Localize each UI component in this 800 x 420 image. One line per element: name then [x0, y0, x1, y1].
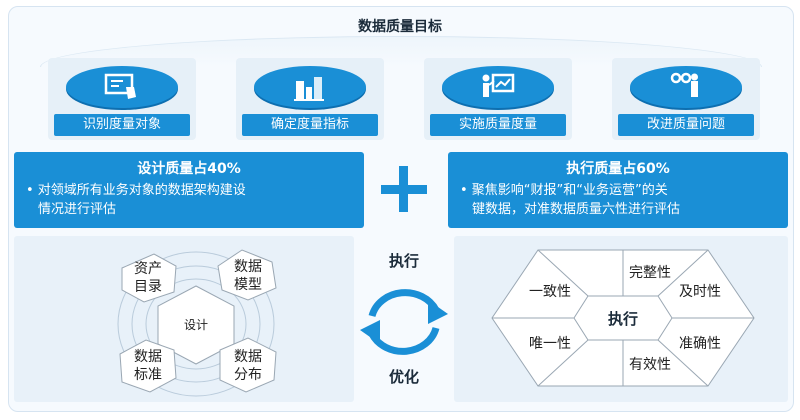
design-diagram-box: 设计 资产 目录 数据 模型 数据 标准 数据 分布 [14, 236, 354, 402]
design-quality-desc: • 对领域所有业务对象的数据架构建设 情况进行评估 [26, 181, 354, 219]
quality-center-label: 执行 [608, 310, 638, 328]
presenter-board-icon [482, 73, 515, 97]
design-item-hexagon [119, 339, 177, 393]
design-quality-line2: 情况进行评估 [38, 202, 117, 217]
quality-item-label: 有效性 [629, 357, 671, 373]
design-item-label: 目录 [134, 279, 162, 295]
cycle-top-label: 执行 [389, 252, 419, 270]
quality-item-label: 唯一性 [529, 336, 571, 352]
step-label: 识别度量对象 [54, 114, 190, 136]
step-icon-badge [442, 66, 554, 108]
execution-quality-panel: 执行质量占60% • 聚焦影响“财报”和“业务运营”的关 键数据，对准数据质量六… [448, 152, 788, 228]
step-label: 改进质量问题 [618, 114, 754, 136]
quality-item-label: 完整性 [629, 265, 671, 281]
step-label: 实施质量度量 [430, 114, 566, 136]
cycle-arrowhead-upper [428, 300, 448, 324]
step-card-improve: 改进质量问题 [612, 58, 760, 140]
design-quality-panel: 设计质量占40% • 对领域所有业务对象的数据架构建设 情况进行评估 [14, 152, 364, 228]
quality-item-label: 及时性 [679, 284, 721, 300]
design-item-label: 分布 [234, 367, 262, 383]
execution-quality-desc: • 聚焦影响“财报”和“业务运营”的关 键数据，对准数据质量六性进行评估 [460, 181, 778, 219]
bar-chart-icon [294, 77, 324, 101]
step-icon-badge [630, 66, 742, 108]
step-icon-badge [254, 66, 366, 108]
design-item-hexagon [219, 337, 277, 393]
step-label: 确定度量指标 [242, 114, 378, 136]
design-item-label: 资产 [134, 261, 162, 277]
execution-quality-line2: 键数据，对准数据质量六性进行评估 [472, 202, 681, 217]
cycle-arrowhead-lower [360, 320, 380, 344]
design-item-label: 标准 [134, 367, 162, 383]
execution-quality-title: 执行质量占60% [566, 161, 670, 177]
screen-hand-icon [104, 73, 136, 99]
design-center-hexagon [157, 285, 235, 365]
quality-diagram-box: 执行 完整性 一致性 及时性 唯一性 准确性 有效性 [454, 236, 788, 402]
design-center-label: 设计 [184, 318, 208, 332]
design-quality-line1: • 对领域所有业务对象的数据架构建设 [26, 183, 246, 198]
execution-quality-line1: • 聚焦影响“财报”和“业务运营”的关 [460, 183, 668, 198]
quality-item-label: 准确性 [679, 336, 721, 352]
design-item-label: 数据 [234, 259, 262, 275]
cycle-arrow-upper [368, 289, 440, 318]
quality-item-label: 一致性 [529, 284, 571, 300]
step-card-measure: 实施质量度量 [424, 58, 572, 140]
quality-diagram: 执行 完整性 一致性 及时性 唯一性 准确性 有效性 [491, 249, 755, 387]
plus-icon [381, 166, 427, 212]
design-item-label: 数据 [234, 349, 262, 365]
design-item-hexagon [121, 253, 177, 303]
cycle-arrow-lower [368, 326, 440, 355]
step-card-metrics: 确定度量指标 [236, 58, 384, 140]
design-diagram: 设计 资产 目录 数据 模型 数据 标准 数据 分布 [117, 249, 277, 397]
design-item-label: 数据 [134, 349, 162, 365]
step-icon-badge [66, 66, 178, 108]
design-item-hexagon [217, 249, 277, 301]
cycle-diagram: 执行 优化 [360, 252, 448, 386]
step-card-identify: 识别度量对象 [48, 58, 196, 140]
design-quality-title: 设计质量占40% [137, 161, 241, 177]
page-title: 数据质量目标 [358, 19, 442, 35]
cycle-bottom-label: 优化 [389, 368, 419, 386]
telescope-person-icon [670, 72, 698, 97]
design-item-label: 模型 [234, 277, 262, 293]
